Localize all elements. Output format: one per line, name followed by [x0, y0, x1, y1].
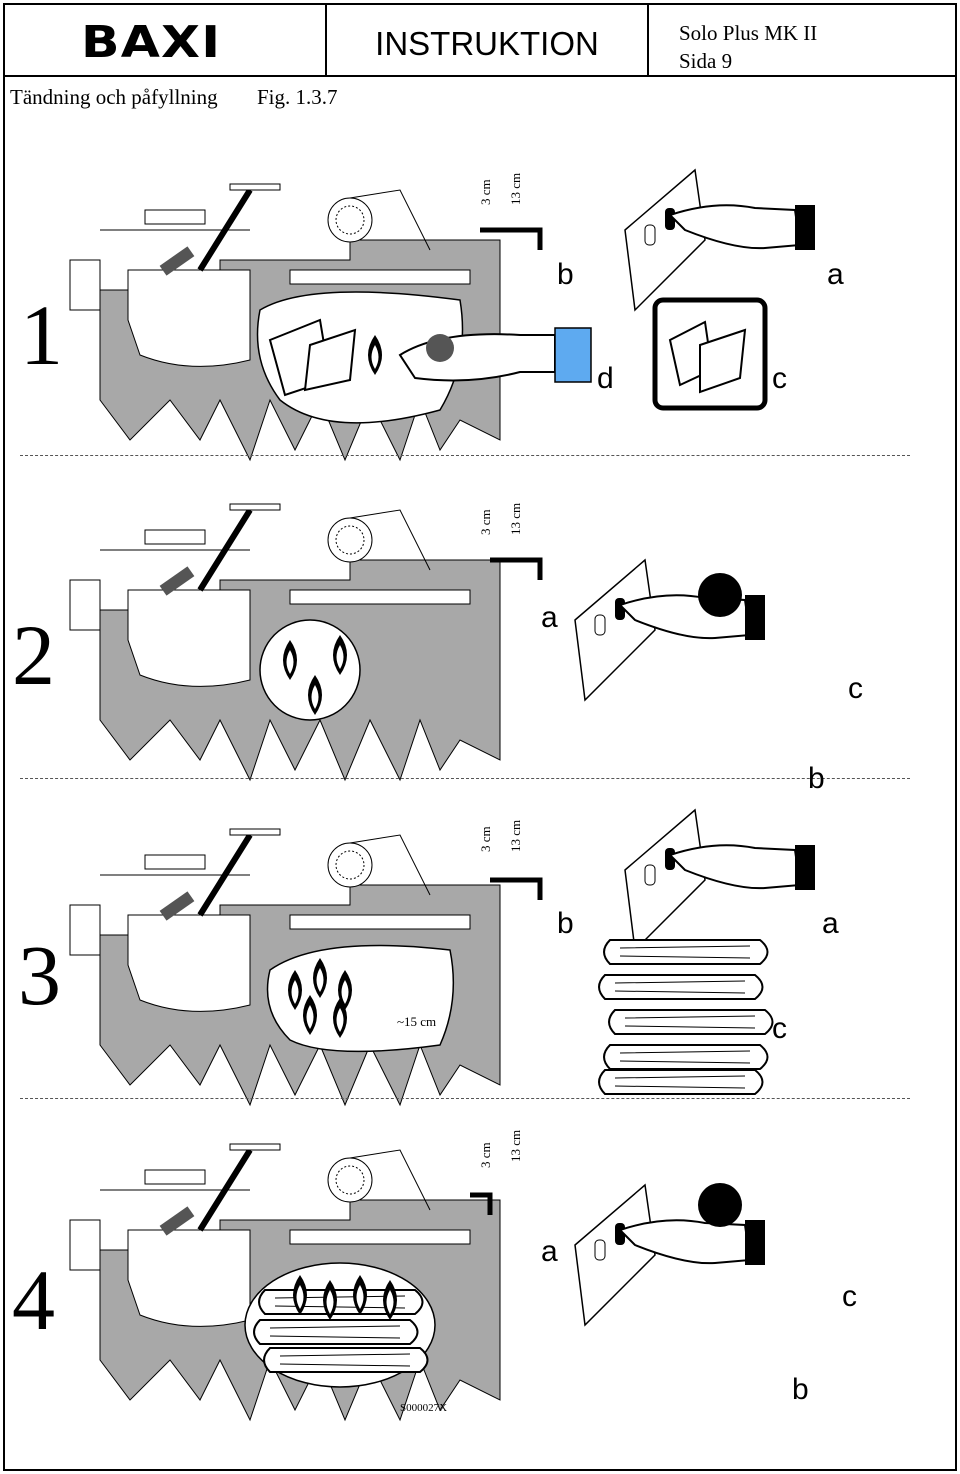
measure-3cm: 3 cm [478, 509, 493, 535]
label-b: b [557, 258, 574, 291]
step-number: 2 [12, 607, 55, 703]
label-b: b [808, 762, 825, 795]
label-c: c [842, 1280, 857, 1313]
blue-sleeve [554, 327, 592, 383]
measure-13cm: 13 cm [508, 1129, 523, 1162]
page-frame [3, 3, 957, 1471]
step-number: 1 [20, 287, 63, 383]
label-a: a [541, 1235, 558, 1268]
figure-reference: Fig. 1.3.7 [257, 85, 338, 109]
document-title: INSTRUKTION [375, 25, 599, 62]
step-divider [20, 1098, 910, 1099]
section-subtitle: Tändning och påfyllning [10, 85, 218, 109]
measure-3cm: 3 cm [478, 1142, 493, 1168]
model-cell: Solo Plus MK II Sida 9 [649, 3, 955, 75]
hand-panel-1 [624, 169, 816, 311]
baxi-logo: BAXI [81, 17, 222, 68]
drawing-code: S000027X [400, 1402, 448, 1414]
label-a: a [822, 907, 839, 940]
step-divider [20, 778, 910, 779]
page-number: Sida 9 [679, 49, 733, 73]
label-c: c [772, 1012, 787, 1045]
step-number: 3 [18, 927, 61, 1023]
label-b: b [557, 907, 574, 940]
document-header: BAXI INSTRUKTION Solo Plus MK II Sida 9 [3, 3, 957, 77]
measure-13cm: 13 cm [508, 502, 523, 535]
step-divider [20, 455, 910, 456]
label-a: a [827, 258, 844, 291]
title-cell: INSTRUKTION [327, 3, 649, 75]
measure-3cm: 3 cm [478, 179, 493, 205]
measure-13cm: 13 cm [508, 819, 523, 852]
depth-label: ~15 cm [397, 1014, 437, 1029]
label-c: c [848, 672, 863, 705]
hand-panel-3 [624, 809, 816, 951]
label-b: b [792, 1373, 809, 1406]
label-c: c [772, 362, 787, 395]
label-a: a [541, 601, 558, 634]
step-number: 4 [12, 1252, 55, 1348]
measure-13cm: 13 cm [508, 172, 523, 205]
model-name: Solo Plus MK II [679, 21, 818, 45]
measure-3cm: 3 cm [478, 826, 493, 852]
logo-cell: BAXI [3, 3, 327, 75]
label-d: d [597, 362, 614, 395]
